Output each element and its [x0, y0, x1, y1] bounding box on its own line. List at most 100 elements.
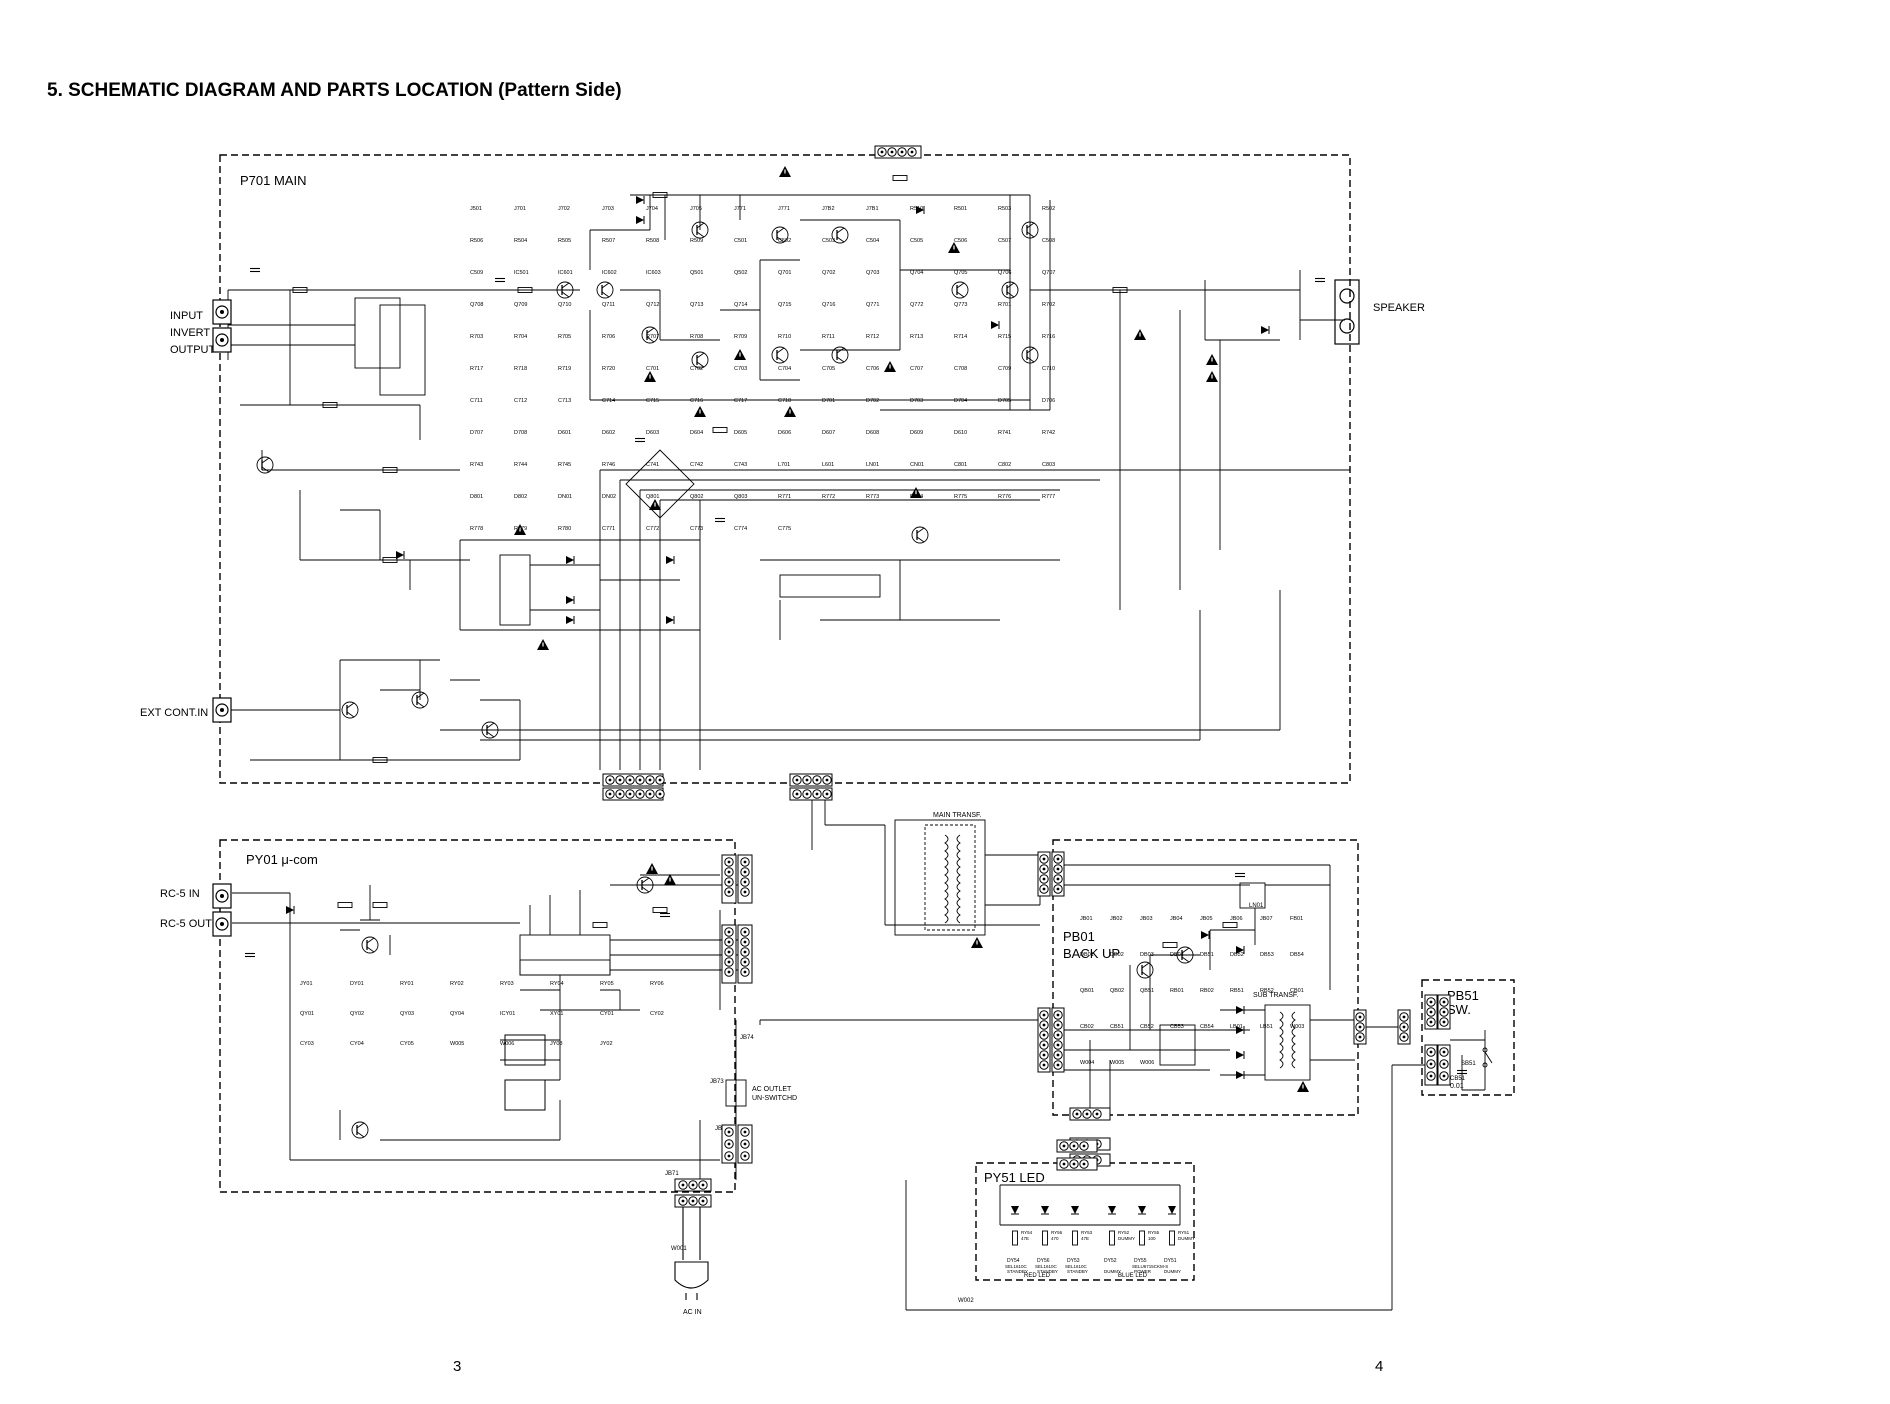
label-blue-led: BLUE LED: [1118, 1273, 1148, 1279]
label-jb73: JB73: [710, 1079, 724, 1085]
led-resistor-icon: [1012, 1230, 1018, 1246]
part-ref-main: C707: [910, 366, 923, 372]
part-ref-main: R717: [470, 366, 483, 372]
part-ref-main: R775: [954, 494, 967, 500]
part-ref-ucom: ICY01: [500, 1011, 515, 1017]
part-ref-backup: CB53: [1170, 1024, 1184, 1030]
led-resistor-icon: [1072, 1230, 1078, 1246]
part-ref-main: C741: [646, 462, 659, 468]
part-ref-main: C501: [734, 238, 747, 244]
part-ref-main: IC601: [558, 270, 573, 276]
label-ln01: LN01: [1249, 903, 1264, 909]
part-ref-ucom: CY04: [350, 1041, 364, 1047]
led-diode-icon: [1070, 1205, 1080, 1215]
led-diode-icon: [1010, 1205, 1020, 1215]
label-main-transf: MAIN TRANSF.: [933, 812, 982, 819]
part-ref-main: C502: [778, 238, 791, 244]
part-ref-backup: QB51: [1140, 988, 1154, 994]
part-ref-main: R780: [558, 526, 571, 532]
part-ref-backup: QB01: [1080, 988, 1094, 994]
connector-jy02: [721, 924, 753, 984]
part-ref-main: R701: [998, 302, 1011, 308]
part-ref-main: C715: [646, 398, 659, 404]
part-ref-main: R773: [866, 494, 879, 500]
part-ref-main: R702: [1042, 302, 1055, 308]
part-ref-main: C802: [998, 462, 1011, 468]
led-resistor-icon: [1109, 1230, 1115, 1246]
led-diode-icon: [1107, 1205, 1117, 1215]
part-ref-main: R707: [646, 334, 659, 340]
part-ref-backup: RB51: [1230, 988, 1244, 994]
part-ref-main: D801: [470, 494, 483, 500]
part-ref-backup: W005: [1110, 1060, 1124, 1066]
part-ref-main: D706: [1042, 398, 1055, 404]
part-ref-ucom: JY02: [600, 1041, 613, 1047]
part-ref-ucom: CY01: [600, 1011, 614, 1017]
part-ref-backup: LB51: [1260, 1024, 1273, 1030]
part-ref-backup: DB54: [1290, 952, 1304, 958]
part-ref-backup: JB05: [1200, 916, 1213, 922]
part-ref-main: Q709: [514, 302, 527, 308]
main-components: [212, 166, 1326, 763]
part-ref-main: R506: [470, 238, 483, 244]
part-ref-ucom: CY03: [300, 1041, 314, 1047]
part-ref-backup: JB02: [1110, 916, 1123, 922]
part-ref-ucom: QY04: [450, 1011, 464, 1017]
part-ref-main: R719: [558, 366, 571, 372]
label-input: INPUT: [170, 310, 203, 322]
label-ac-outlet-2: UN-SWITCHD: [752, 1095, 797, 1102]
part-ref-main: R509: [690, 238, 703, 244]
label-w001: W001: [671, 1246, 687, 1252]
part-ref-backup: JB07: [1260, 916, 1273, 922]
part-ref-main: C742: [690, 462, 703, 468]
part-ref-main: IC602: [602, 270, 617, 276]
part-ref-backup: W006: [1140, 1060, 1154, 1066]
board-title-sw-2: SW.: [1447, 1002, 1471, 1017]
part-ref-main: C713: [558, 398, 571, 404]
part-ref-main: R774: [910, 494, 923, 500]
part-ref-main: C743: [734, 462, 747, 468]
board-outline-backup: [1052, 839, 1359, 1116]
part-ref-main: D704: [954, 398, 967, 404]
part-ref-main: J704: [646, 206, 658, 212]
part-ref-main: C505: [910, 238, 923, 244]
main-transformer: [811, 800, 1041, 936]
label-sub-transf: SUB TRANSF.: [1253, 992, 1298, 999]
led-diode-icon: [1137, 1205, 1147, 1215]
part-ref-main: R741: [998, 430, 1011, 436]
part-ref-main: C507: [998, 238, 1011, 244]
part-ref-main: Q706: [998, 270, 1011, 276]
wire-w002: [759, 1019, 1425, 1311]
part-ref-main: D606: [778, 430, 791, 436]
part-ref-main: Q704: [910, 270, 923, 276]
part-ref-main: D602: [602, 430, 615, 436]
part-ref-main: R716: [1042, 334, 1055, 340]
part-ref-main: R778: [470, 526, 483, 532]
part-ref-main: L701: [778, 462, 790, 468]
part-ref-main: D609: [910, 430, 923, 436]
part-ref-main: C801: [954, 462, 967, 468]
connector-jb04: [1037, 1007, 1065, 1073]
part-ref-main: IC603: [646, 270, 661, 276]
label-ac-in: AC IN: [683, 1309, 702, 1316]
connector-jb71: [674, 1178, 712, 1208]
part-ref-main: C503: [822, 238, 835, 244]
connector-jb72: [721, 1124, 753, 1164]
board-title-backup-1: PB01: [1063, 929, 1095, 944]
part-ref-main: J771: [778, 206, 790, 212]
part-ref-main: Q712: [646, 302, 659, 308]
part-ref-main: C803: [1042, 462, 1055, 468]
part-ref-main: D802: [514, 494, 527, 500]
part-ref-main: Q714: [734, 302, 747, 308]
label-sb51: SB51: [1461, 1061, 1476, 1067]
part-ref-backup: QB02: [1110, 988, 1124, 994]
led-res-value: 47E: [1081, 1236, 1089, 1241]
part-ref-backup: RB01: [1170, 988, 1184, 994]
part-ref-main: R746: [602, 462, 615, 468]
led-resistor-icon: [1169, 1230, 1175, 1246]
part-ref-main: R709: [734, 334, 747, 340]
part-ref-main: R706: [602, 334, 615, 340]
backup-components: [1136, 872, 1309, 1092]
part-ref-main: DN01: [558, 494, 572, 500]
led-desc: SEL1610C: [1005, 1264, 1028, 1269]
